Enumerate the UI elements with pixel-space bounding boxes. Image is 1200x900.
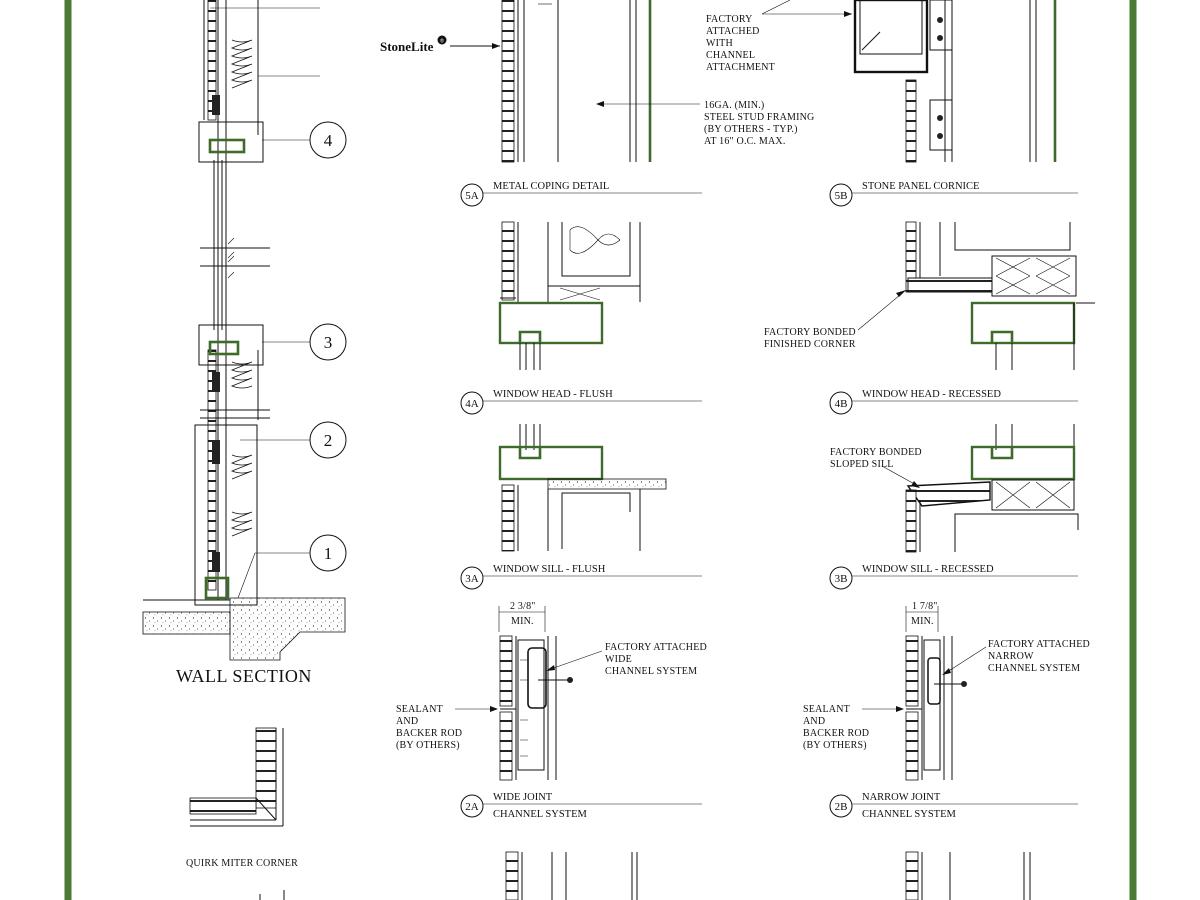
wall-section-title: WALL SECTION <box>176 666 312 686</box>
detail-5a-drawing <box>501 0 652 163</box>
detail-2a-title: 2A WIDE JOINT CHANNEL SYSTEM <box>460 792 702 820</box>
svg-text:5B: 5B <box>835 190 848 202</box>
detail-3b-title: 3B WINDOW SILL - RECESSED <box>829 564 1078 590</box>
svg-text:STONE PANEL CORNICE: STONE PANEL CORNICE <box>862 181 979 192</box>
svg-text:WINDOW SILL - FLUSH: WINDOW SILL - FLUSH <box>493 564 606 575</box>
sealant-note-a: SEALANT AND BACKER ROD (BY OTHERS) <box>396 704 498 751</box>
detail-4b-drawing <box>905 221 1095 370</box>
factory-attached-channel-note: FACTORY ATTACHED WITH CHANNEL ATTACHMENT <box>706 0 852 73</box>
detail-4a-title: 4A WINDOW HEAD - FLUSH <box>460 389 702 415</box>
callout-1: 1 <box>237 534 347 599</box>
detail-3b-drawing <box>905 424 1079 553</box>
bonded-sill-note: FACTORY BONDED SLOPED SILL <box>830 447 922 488</box>
svg-text:4: 4 <box>324 131 333 150</box>
svg-text:1: 1 <box>324 544 333 563</box>
wide-channel-note: FACTORY ATTACHED WIDE CHANNEL SYSTEM <box>546 642 707 677</box>
svg-text:FACTORY BONDED: FACTORY BONDED <box>830 447 922 458</box>
svg-text:SEALANT: SEALANT <box>396 704 443 715</box>
wall-section-drawing <box>142 0 346 661</box>
svg-text:FINISHED CORNER: FINISHED CORNER <box>764 339 856 350</box>
svg-text:1 7/8": 1 7/8" <box>912 601 938 612</box>
svg-text:WIDE: WIDE <box>605 654 632 665</box>
svg-text:STEEL STUD FRAMING: STEEL STUD FRAMING <box>704 112 814 123</box>
detail-2b-drawing <box>905 635 967 781</box>
detail-5b-drawing <box>853 0 1057 163</box>
svg-text:4A: 4A <box>465 398 479 410</box>
sealant-note-b: SEALANT AND BACKER ROD (BY OTHERS) <box>803 704 904 751</box>
svg-text:WINDOW SILL - RECESSED: WINDOW SILL - RECESSED <box>862 564 994 575</box>
svg-text:NARROW JOINT: NARROW JOINT <box>862 792 941 803</box>
svg-text:CHANNEL SYSTEM: CHANNEL SYSTEM <box>862 809 956 820</box>
quirk-bottom-fragment <box>259 890 285 900</box>
svg-text:WITH: WITH <box>706 38 733 49</box>
svg-text:FACTORY BONDED: FACTORY BONDED <box>764 327 856 338</box>
svg-text:FACTORY ATTACHED: FACTORY ATTACHED <box>988 639 1090 650</box>
svg-text:(BY OTHERS): (BY OTHERS) <box>396 740 460 751</box>
svg-text:2: 2 <box>324 431 333 450</box>
brand-logo: StoneLite ® <box>380 35 500 54</box>
svg-text:(BY OTHERS - TYP.): (BY OTHERS - TYP.) <box>704 124 798 135</box>
callout-3: 3 <box>262 323 347 361</box>
svg-text:2B: 2B <box>835 801 848 813</box>
svg-text:(BY OTHERS): (BY OTHERS) <box>803 740 867 751</box>
svg-text:®: ® <box>440 38 444 45</box>
callout-4: 4 <box>262 121 347 159</box>
detail-2a-dimension: 2 3/8" MIN. <box>498 601 546 632</box>
detail-4b-title: 4B WINDOW HEAD - RECESSED <box>829 389 1078 415</box>
svg-text:WINDOW HEAD - FLUSH: WINDOW HEAD - FLUSH <box>493 389 613 400</box>
detail-5b-title: 5B STONE PANEL CORNICE <box>829 181 1078 207</box>
svg-text:SLOPED SILL: SLOPED SILL <box>830 459 894 470</box>
svg-text:AND: AND <box>396 716 418 727</box>
stud-framing-note: 16GA. (MIN.) STEEL STUD FRAMING (BY OTHE… <box>596 100 814 147</box>
svg-text:CHANNEL SYSTEM: CHANNEL SYSTEM <box>988 663 1080 674</box>
svg-text:AT 16" O.C. MAX.: AT 16" O.C. MAX. <box>704 136 786 147</box>
quirk-miter-title: QUIRK MITER CORNER <box>186 858 298 869</box>
svg-text:2 3/8": 2 3/8" <box>510 601 536 612</box>
svg-text:METAL COPING DETAIL: METAL COPING DETAIL <box>493 181 609 192</box>
svg-text:WINDOW HEAD - RECESSED: WINDOW HEAD - RECESSED <box>862 389 1001 400</box>
detail-2a-drawing <box>499 635 573 781</box>
quirk-miter-drawing <box>189 727 284 827</box>
detail-2b-title: 2B NARROW JOINT CHANNEL SYSTEM <box>829 792 1078 820</box>
svg-text:BACKER ROD: BACKER ROD <box>396 728 462 739</box>
svg-text:4B: 4B <box>835 398 848 410</box>
svg-text:AND: AND <box>803 716 825 727</box>
svg-text:2A: 2A <box>465 801 479 813</box>
detail-2b-dimension: 1 7/8" MIN. <box>905 601 939 632</box>
svg-text:ATTACHMENT: ATTACHMENT <box>706 62 775 73</box>
svg-text:5A: 5A <box>465 190 479 202</box>
sheet-border <box>64 0 1137 900</box>
svg-text:SEALANT: SEALANT <box>803 704 850 715</box>
svg-text:MIN.: MIN. <box>511 616 534 627</box>
svg-text:MIN.: MIN. <box>911 616 934 627</box>
detail-5a-title: 5A METAL COPING DETAIL <box>460 181 702 207</box>
svg-text:16GA. (MIN.): 16GA. (MIN.) <box>704 100 764 111</box>
svg-text:CHANNEL SYSTEM: CHANNEL SYSTEM <box>605 666 697 677</box>
svg-text:FACTORY ATTACHED: FACTORY ATTACHED <box>605 642 707 653</box>
bottom-detail-fragments <box>505 851 1031 900</box>
detail-3a-title: 3A WINDOW SILL - FLUSH <box>460 564 702 590</box>
svg-text:ATTACHED: ATTACHED <box>706 26 760 37</box>
bonded-corner-note: FACTORY BONDED FINISHED CORNER <box>764 289 907 350</box>
svg-text:3: 3 <box>324 333 333 352</box>
narrow-channel-note: FACTORY ATTACHED NARROW CHANNEL SYSTEM <box>942 639 1090 675</box>
svg-text:BACKER ROD: BACKER ROD <box>803 728 869 739</box>
detail-4a-drawing <box>498 221 641 370</box>
svg-text:NARROW: NARROW <box>988 651 1034 662</box>
svg-text:CHANNEL SYSTEM: CHANNEL SYSTEM <box>493 809 587 820</box>
svg-text:3A: 3A <box>465 573 479 585</box>
svg-text:3B: 3B <box>835 573 848 585</box>
svg-text:WIDE JOINT: WIDE JOINT <box>493 792 553 803</box>
callout-2: 2 <box>240 421 347 459</box>
detail-3a-drawing <box>498 424 667 552</box>
svg-text:StoneLite: StoneLite <box>380 39 434 54</box>
svg-text:FACTORY: FACTORY <box>706 14 753 25</box>
svg-text:CHANNEL: CHANNEL <box>706 50 755 61</box>
